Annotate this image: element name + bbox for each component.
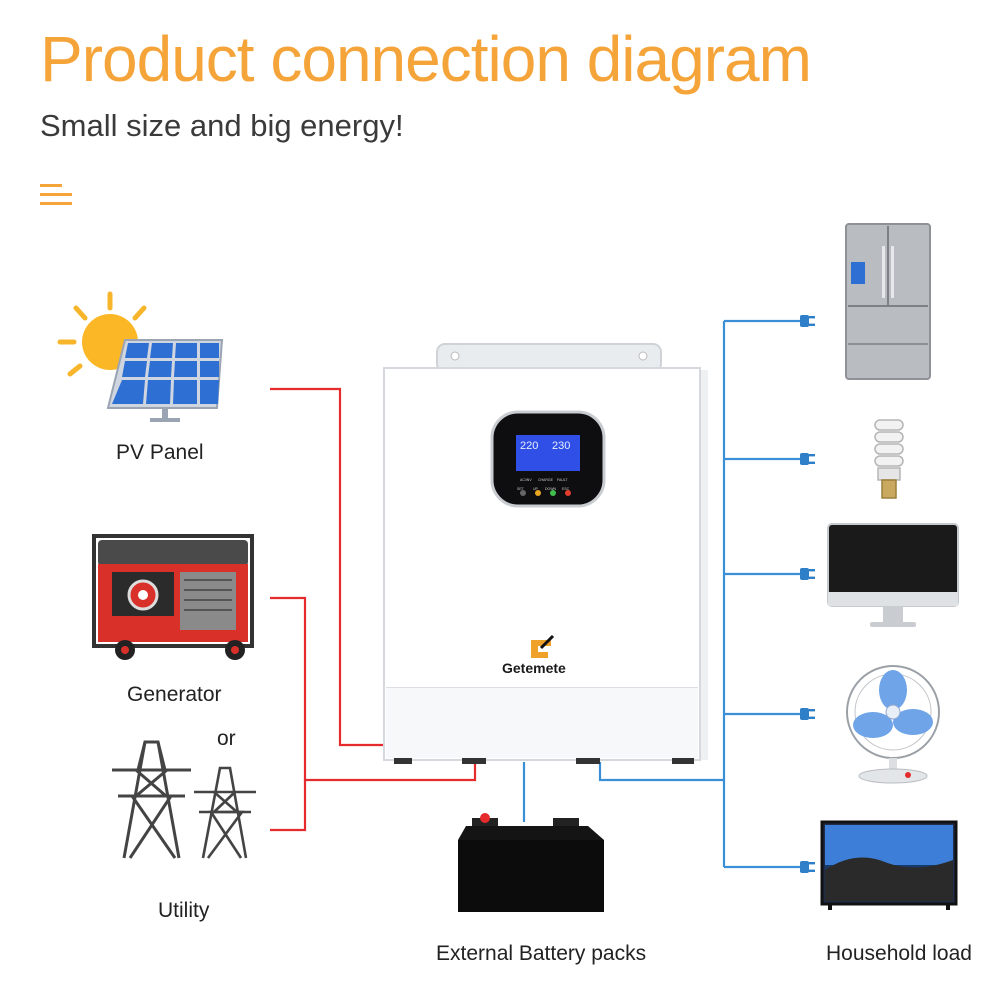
led-indicator bbox=[535, 490, 541, 496]
plug-icons bbox=[800, 315, 815, 873]
input-wires bbox=[270, 387, 477, 832]
utility-wire bbox=[270, 780, 307, 832]
plug-icon bbox=[800, 708, 815, 720]
generator-icon bbox=[92, 534, 254, 660]
brand-name: Getemete bbox=[502, 660, 566, 676]
or-label: or bbox=[217, 727, 236, 750]
led-indicator bbox=[550, 490, 556, 496]
tv-icon bbox=[820, 820, 958, 910]
monitor-icon bbox=[827, 523, 959, 627]
led-indicator bbox=[565, 490, 571, 496]
utility-label: Utility bbox=[158, 899, 210, 922]
page-subtitle: Small size and big energy! bbox=[40, 108, 404, 143]
pv-panel-label: PV Panel bbox=[116, 441, 204, 464]
plug-icon bbox=[800, 315, 815, 327]
led-label: FAULT bbox=[557, 478, 568, 482]
plug-icon bbox=[800, 453, 815, 465]
bulb-icon bbox=[874, 419, 904, 499]
utility-tower-icon bbox=[194, 766, 256, 859]
page-title: Product connection diagram bbox=[40, 23, 812, 95]
fan-icon bbox=[846, 665, 940, 784]
led-label: CHARGE bbox=[538, 478, 554, 482]
load-bus bbox=[598, 762, 724, 782]
pv-wire bbox=[270, 387, 390, 747]
utility-tower-icon bbox=[112, 740, 191, 859]
household-load-label: Household load bbox=[826, 942, 972, 965]
button-label: UP bbox=[533, 487, 539, 491]
inverter-unit: 220 230 AC/INV CHARGE FAULT SET UP DOWN … bbox=[383, 343, 708, 764]
led-label: AC/INV bbox=[520, 478, 532, 482]
button-label: DOWN bbox=[545, 487, 557, 491]
generator-label: Generator bbox=[127, 683, 222, 706]
menu-icon[interactable] bbox=[40, 184, 72, 206]
refrigerator-icon bbox=[845, 223, 931, 380]
output-wires bbox=[522, 319, 800, 869]
lcd-left-value: 220 bbox=[520, 440, 538, 452]
brand-logo-icon bbox=[531, 634, 555, 658]
led-indicator bbox=[520, 490, 526, 496]
button-label: ESC bbox=[562, 487, 570, 491]
lcd-right-value: 230 bbox=[552, 440, 570, 452]
plug-icon bbox=[800, 861, 815, 873]
battery-icon bbox=[458, 813, 604, 912]
battery-label: External Battery packs bbox=[436, 942, 647, 965]
plug-icon bbox=[800, 568, 815, 580]
button-label: SET bbox=[517, 487, 525, 491]
pv-panel-icon bbox=[57, 291, 224, 422]
